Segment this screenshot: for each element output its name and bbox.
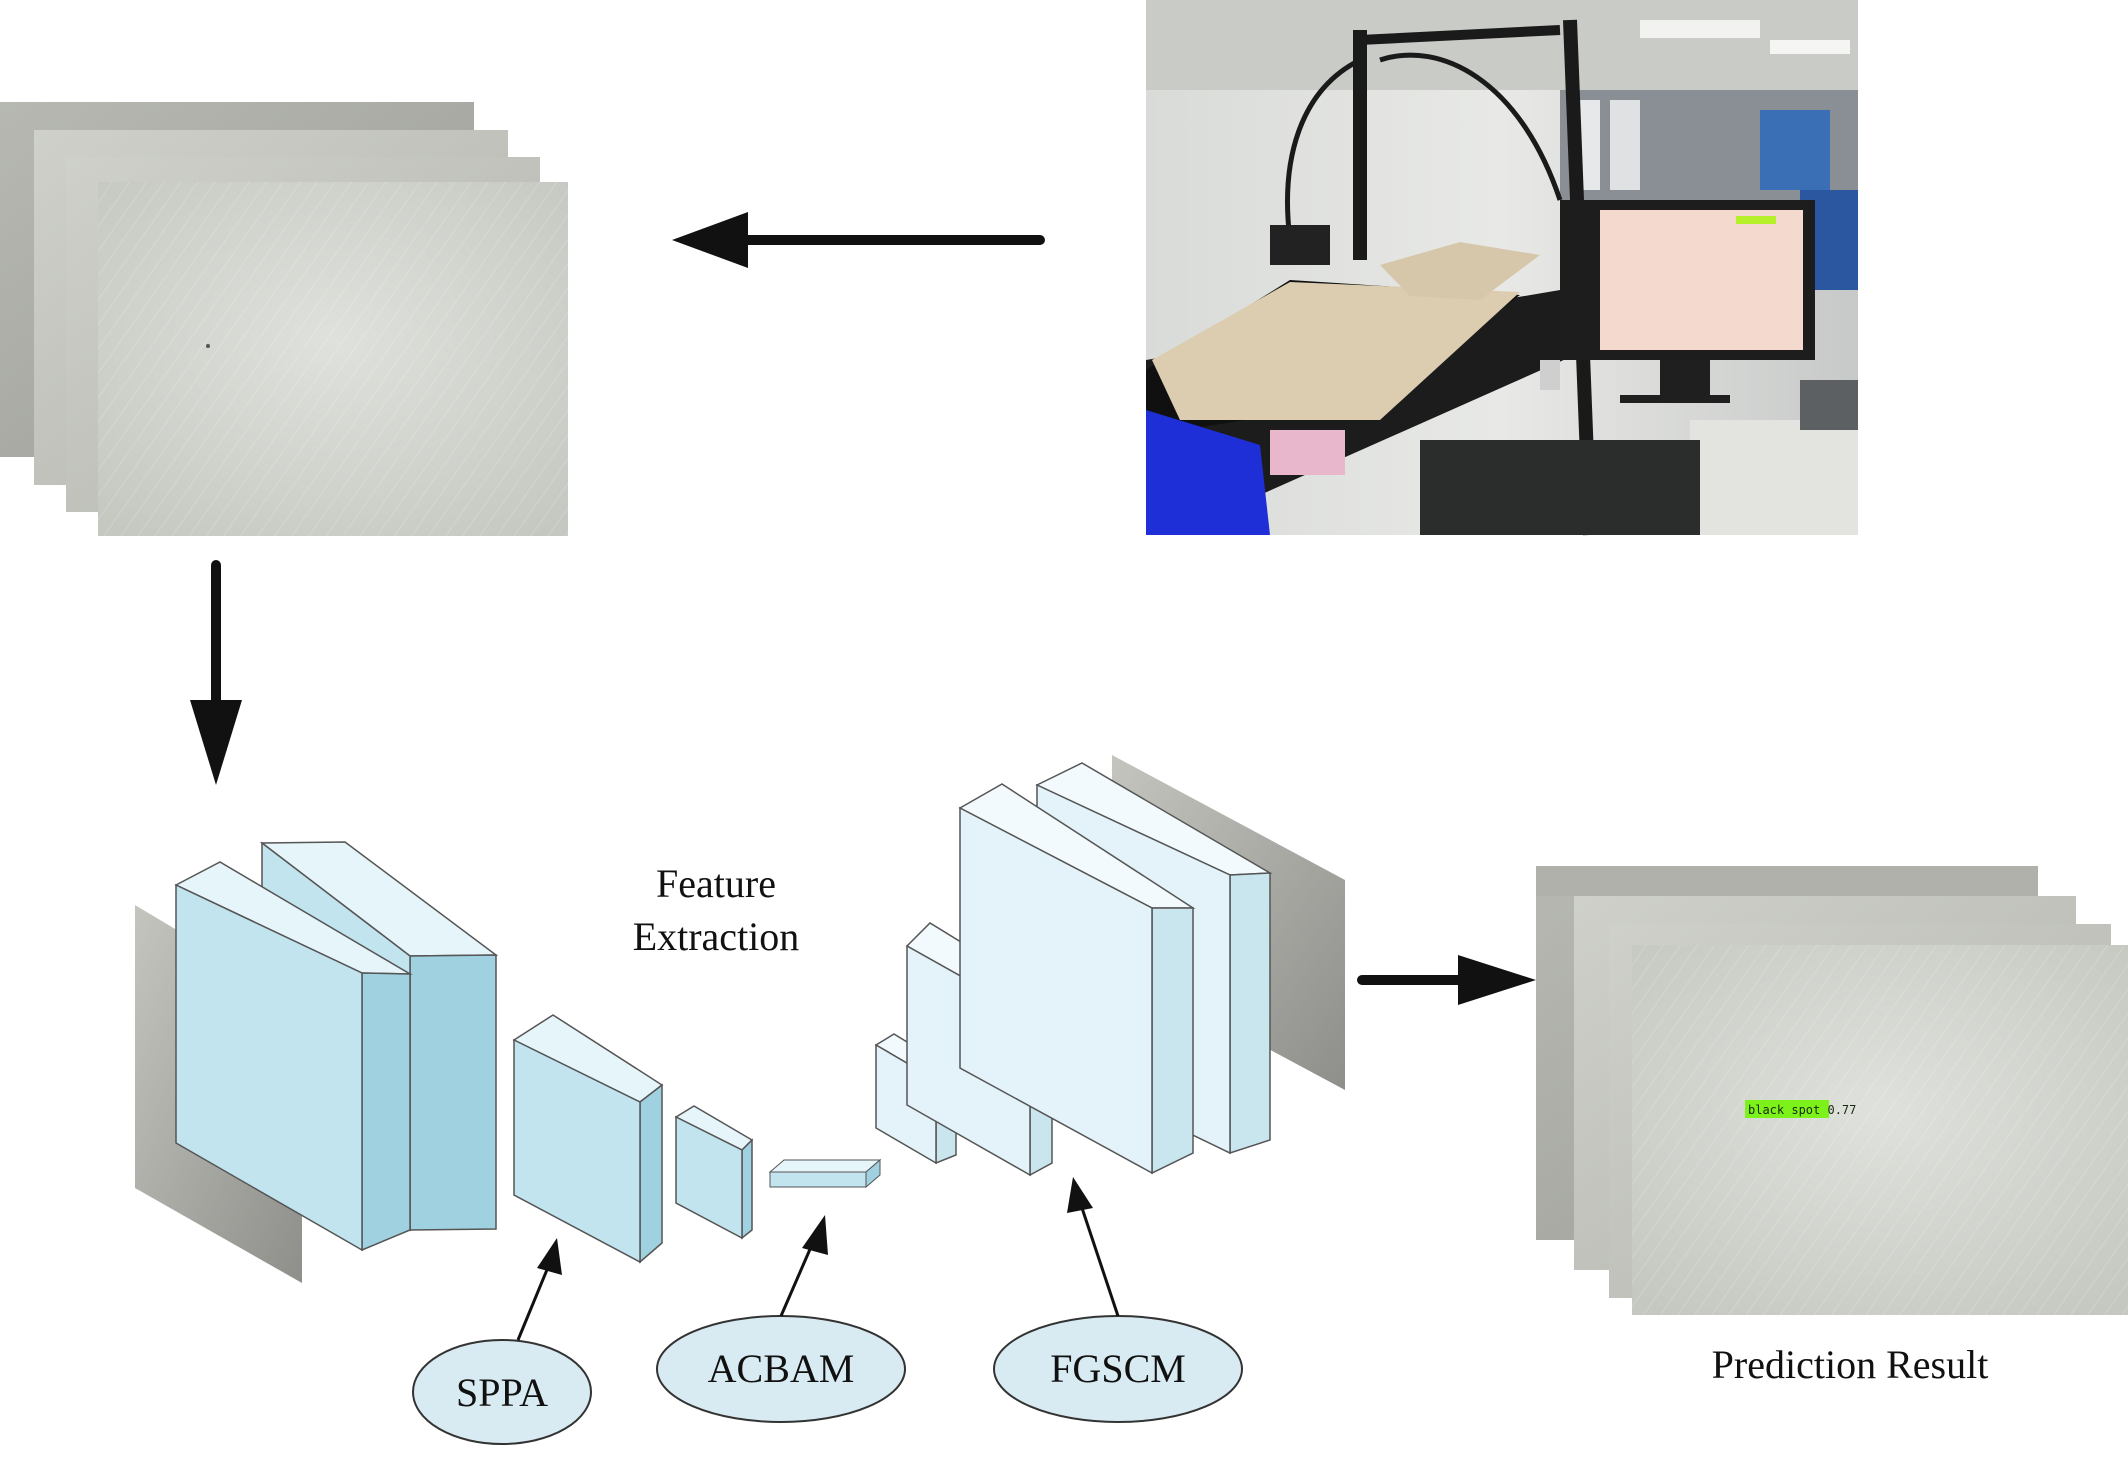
fgscm-module: FGSCM xyxy=(993,1315,1243,1423)
decoder-block-large-1 xyxy=(958,783,1196,1175)
production-line-photo xyxy=(1146,0,1858,536)
arrow-stack-to-network xyxy=(190,560,242,785)
detection-tag: black spot 0.77 xyxy=(1748,1103,1856,1117)
encoder-block-1 xyxy=(174,861,413,1252)
acbam-module: ACBAM xyxy=(656,1315,906,1423)
input-image-stack xyxy=(0,102,568,536)
feature-extraction-label-1: Feature xyxy=(656,861,776,906)
prediction-stack: black spot 0.77 xyxy=(1536,866,2128,1315)
feature-extraction-label-2: Extraction xyxy=(633,914,800,959)
defect-dot xyxy=(206,344,210,348)
arrow-network-to-prediction xyxy=(1357,955,1536,1005)
module-arrows xyxy=(516,1177,1120,1341)
sppa-block xyxy=(512,1014,664,1264)
detection-box xyxy=(1745,1100,1829,1118)
acbam-bottleneck xyxy=(768,1158,882,1189)
sppa-module: SPPA xyxy=(412,1339,592,1445)
acbam-label: ACBAM xyxy=(708,1346,855,1391)
network-diagram: Feature Extraction SPPA ACBAM FGSCM xyxy=(135,755,1345,1445)
sppa-label: SPPA xyxy=(456,1370,548,1415)
prediction-result-label: Prediction Result xyxy=(1712,1342,1989,1387)
encoder-block-small xyxy=(674,1105,754,1240)
arrow-photo-to-stack xyxy=(672,212,1045,268)
fgscm-label: FGSCM xyxy=(1050,1346,1186,1391)
